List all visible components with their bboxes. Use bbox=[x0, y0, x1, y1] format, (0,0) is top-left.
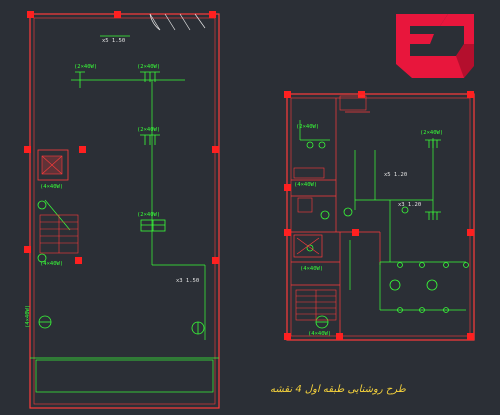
fixture-label: (4×40W) bbox=[294, 182, 317, 188]
ceiling-light-fixtures bbox=[306, 139, 469, 329]
fixture-label: (2×40W) bbox=[420, 130, 443, 136]
fixture-label: (2×40W) bbox=[137, 127, 160, 133]
fixture-label: (4×40W) bbox=[300, 266, 323, 272]
socket-outlet-icon bbox=[37, 200, 205, 335]
stair bbox=[295, 289, 337, 321]
stair bbox=[39, 214, 79, 254]
note-label: x3 1.20 bbox=[398, 202, 421, 208]
note-label: x5 1.20 bbox=[384, 172, 407, 178]
fixture-label: (2×40W) bbox=[137, 212, 160, 218]
fixture-label: (4×40W) bbox=[308, 331, 331, 337]
column-markers bbox=[24, 11, 219, 264]
lighting-circuit bbox=[299, 120, 466, 311]
room-label: (4×40W) bbox=[40, 261, 63, 267]
fixture-label: (2×40W) bbox=[74, 64, 97, 70]
room-label: (4×40W) bbox=[25, 305, 31, 328]
fixture-label: (2×40W) bbox=[137, 64, 160, 70]
wet-room bbox=[37, 149, 69, 181]
room-label: (4×40W) bbox=[40, 184, 63, 190]
right-floor-plan: (2×40W) (2×40W) (4×40W) (4×40W) (4×40W) … bbox=[284, 91, 475, 341]
ceiling-light-fixtures bbox=[75, 71, 166, 232]
note-label: x3 1.50 bbox=[176, 278, 199, 284]
column-markers bbox=[284, 91, 474, 340]
wet-room bbox=[293, 95, 367, 258]
note-label: x5 1.50 bbox=[102, 38, 125, 44]
left-floor-plan: (2×40W) (2×40W) (2×40W) (2×40W) (4×40W) … bbox=[24, 11, 220, 409]
brand-logo bbox=[396, 14, 474, 78]
fixture-label: (2×40W) bbox=[296, 124, 319, 130]
lighting-circuit bbox=[44, 35, 206, 340]
door-swing-icon bbox=[149, 13, 206, 31]
drawing-caption: طرح روشنایی طبقه اول 4 نقشه bbox=[270, 384, 406, 395]
